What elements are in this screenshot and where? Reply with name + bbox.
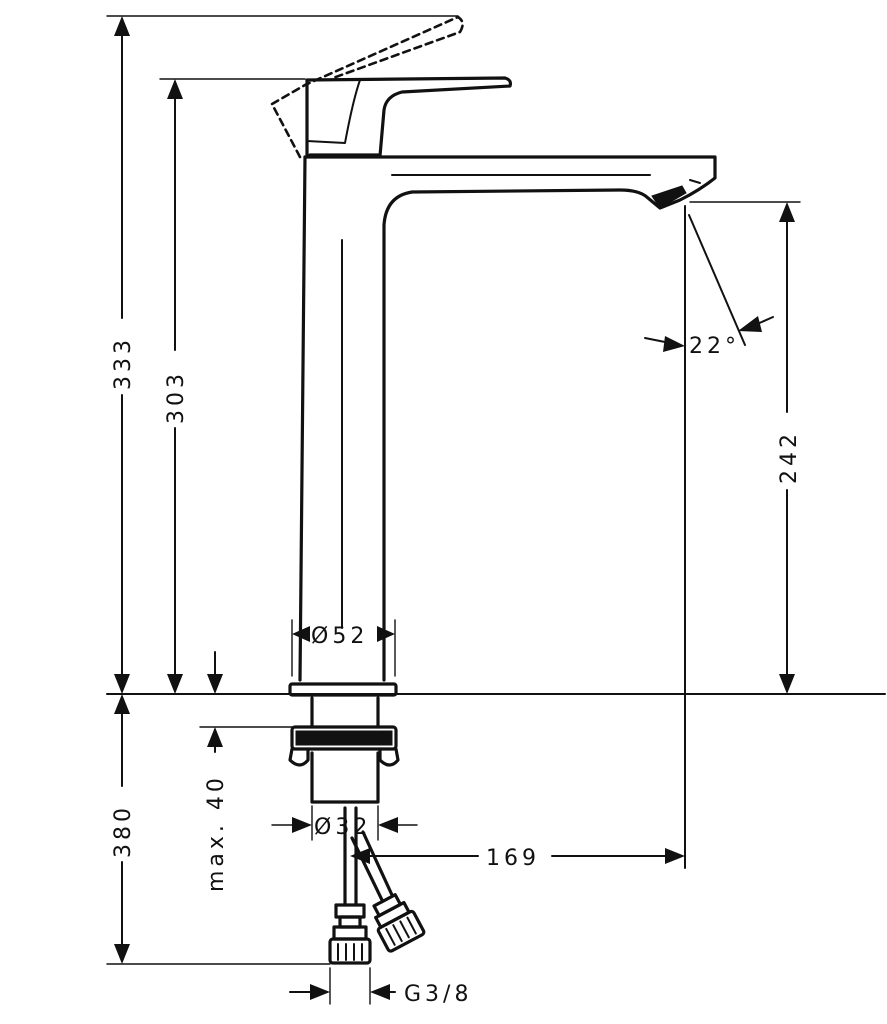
deck-indicator-arrow xyxy=(207,651,223,694)
below-deck-label: 380 xyxy=(111,804,136,858)
overall-height-label: 333 xyxy=(111,336,136,390)
faucet-body xyxy=(298,155,717,682)
dimension-overall-height xyxy=(106,15,459,694)
mounting-assembly xyxy=(288,696,400,804)
connection-label: G3/8 xyxy=(404,982,472,1007)
dimension-base-diameter xyxy=(291,619,396,677)
spout-angle-label: 22° xyxy=(689,334,740,359)
lever-handle xyxy=(305,76,513,158)
raised-handle-outline xyxy=(270,15,464,159)
projection-label: 169 xyxy=(486,846,540,871)
handle-height-label: 303 xyxy=(164,370,189,424)
dimension-connection xyxy=(289,967,396,1005)
max-thickness-label: max. 40 xyxy=(204,774,229,892)
dimension-projection xyxy=(350,848,685,864)
dimension-handle-height xyxy=(159,78,306,694)
dimension-max-thickness xyxy=(199,726,311,753)
base-diameter-label: Ø52 xyxy=(311,624,368,649)
spout-height-label: 242 xyxy=(777,430,802,484)
shank-diameter-label: Ø32 xyxy=(314,815,371,840)
dimension-spout-height xyxy=(689,201,801,694)
dimension-spout-angle xyxy=(644,205,774,869)
dimension-below-deck xyxy=(106,694,331,965)
dimension-shank-diameter xyxy=(271,805,418,841)
